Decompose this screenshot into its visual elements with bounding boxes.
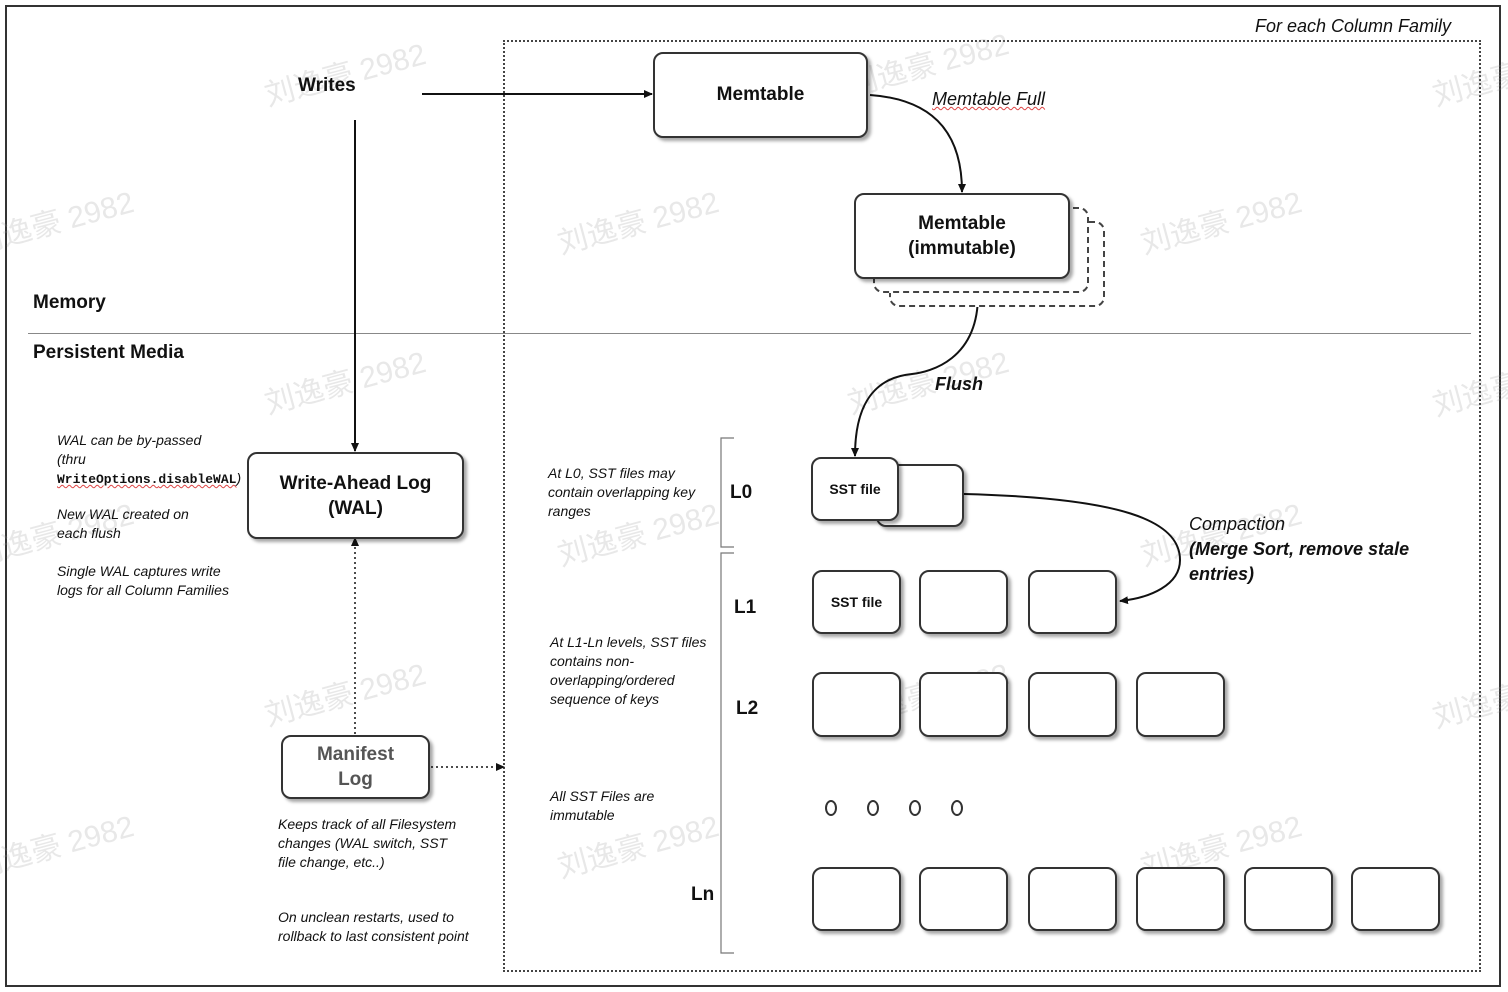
manifest-tracks-note: Keeps track of all Filesystem changes (W… <box>278 816 457 870</box>
memtable-full-label: Memtable Full <box>932 89 1046 109</box>
immutable-memtable-box: Memtable (immutable) <box>854 193 1070 279</box>
l1-sst-file-3 <box>1028 570 1117 634</box>
manifest-line2: Log <box>338 769 373 790</box>
memtable-box: Memtable <box>653 52 868 138</box>
manifest-line1: Manifest <box>316 744 395 765</box>
ellipsis-dot <box>867 800 879 816</box>
compaction-line2: (Merge Sort, remove stale <box>1189 539 1410 559</box>
l2-sst-file-3 <box>1028 672 1117 737</box>
memory-persistent-divider <box>28 333 1471 334</box>
immutable-memtable-line2: (immutable) <box>908 238 1016 259</box>
memory-label: Memory <box>33 292 106 313</box>
l0-sst-file: SST file <box>811 457 899 521</box>
wal-line1: Write-Ahead Log <box>279 472 432 494</box>
compaction-line3: entries) <box>1189 564 1255 584</box>
immutable-memtable-line1: Memtable <box>918 213 1006 234</box>
ln-sst-file-5 <box>1244 867 1333 931</box>
l1-sst-file-1: SST file <box>812 570 901 634</box>
flush-arrow <box>851 294 979 457</box>
manifest-box: Manifest Log <box>281 735 430 799</box>
ln-sst-file-1 <box>812 867 901 931</box>
wal-line2: (WAL) <box>328 497 383 519</box>
ln-sst-file-3 <box>1028 867 1117 931</box>
level-l0-label: L0 <box>730 482 753 503</box>
wal-new-note: New WAL created on each flush <box>57 506 189 541</box>
persistent-media-label: Persistent Media <box>33 342 184 363</box>
compaction-label: Compaction (Merge Sort, remove stale ent… <box>1189 512 1409 587</box>
column-family-label: For each Column Family <box>1255 16 1452 36</box>
ln-sst-file-6 <box>1351 867 1440 931</box>
manifest-restarts-note: On unclean restarts, used to rollback to… <box>278 909 469 944</box>
column-family-region <box>503 40 1481 972</box>
immutable-note: All SST Files are immutable <box>550 788 655 823</box>
level-l1-label: L1 <box>734 597 757 618</box>
l0-bracket <box>720 437 734 548</box>
level-ln-label: Ln <box>691 884 715 905</box>
ellipsis-dot <box>825 800 837 816</box>
wal-bypass-code-1: WriteOptions. <box>57 472 159 487</box>
compaction-arrow <box>963 493 1182 605</box>
compaction-line1: Compaction <box>1189 514 1286 534</box>
ellipsis-dot <box>951 800 963 816</box>
l2-sst-file-2 <box>919 672 1008 737</box>
memtable-full-arrow <box>869 94 966 193</box>
level-l2-label: L2 <box>736 698 759 719</box>
wal-single-note: Single WAL captures write logs for all C… <box>57 563 229 598</box>
l1-sst-file-label: SST file <box>830 594 883 610</box>
wal-bypass-note: WAL can be by-passed (thru WriteOptions.… <box>57 431 241 489</box>
l0-note: At L0, SST files may contain overlapping… <box>548 465 696 519</box>
l2-sst-file-1 <box>812 672 901 737</box>
ln-sst-file-4 <box>1136 867 1225 931</box>
l1-sst-file-2 <box>919 570 1008 634</box>
wal-bypass-prefix: WAL can be by-passed (thru <box>57 432 202 467</box>
l2-sst-file-4 <box>1136 672 1225 737</box>
ellipsis-dot <box>909 800 921 816</box>
memtable-label: Memtable <box>716 84 805 105</box>
wal-box: Write-Ahead Log (WAL) <box>247 452 464 539</box>
writes-label: Writes <box>298 75 356 96</box>
l0-sst-file-label: SST file <box>829 481 881 497</box>
wal-bypass-suffix: ) <box>236 470 242 486</box>
wal-bypass-code-2: disableWAL <box>158 472 237 487</box>
l1-ln-bracket <box>720 552 734 954</box>
l1-ln-note: At L1-Ln levels, SST files contains non-… <box>550 634 707 707</box>
diagram-frame <box>5 5 1501 987</box>
ln-sst-file-2 <box>919 867 1008 931</box>
flush-label: Flush <box>935 374 983 394</box>
